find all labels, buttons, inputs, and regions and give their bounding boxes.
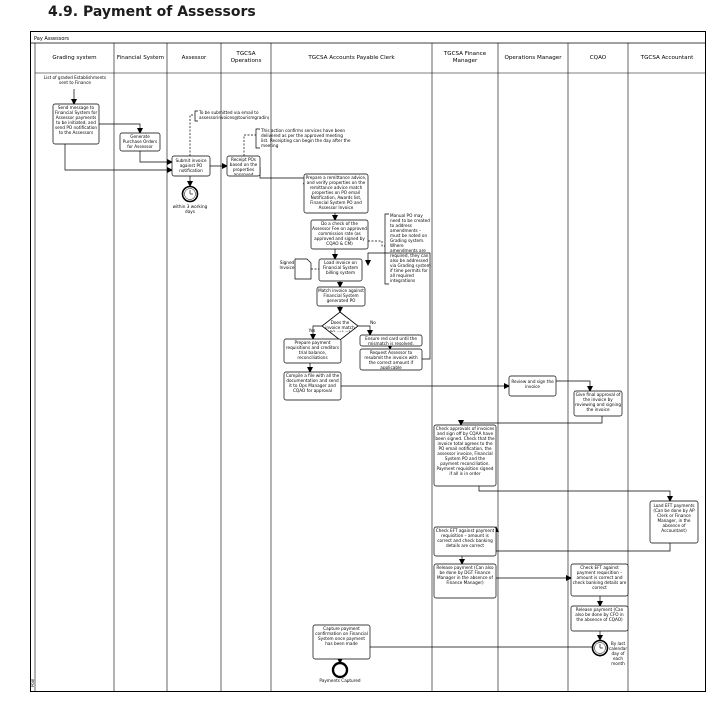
annotation-confirm: This action confirms services have been … xyxy=(261,128,351,149)
start-node-list-graded: List of graded Establishments sent to Fi… xyxy=(43,75,107,86)
lane-header-finance-manager: TGCSA Finance Manager xyxy=(443,51,487,64)
task-prepare-requisitions: Prepare payment requisitions and credito… xyxy=(285,340,340,361)
task-generate-po: Generate Purchase Orders for Assessor pa… xyxy=(122,134,158,150)
task-load-invoice: Load invoice on Financial System billing… xyxy=(322,260,359,276)
lane-header-operations-manager: Operations Manager xyxy=(504,54,562,61)
process-diagram: Pay Assessors Pool Grading system Financ… xyxy=(30,31,706,692)
task-check-fee: Do a check of the Assessor Fee on approv… xyxy=(312,221,367,247)
task-release-payment-cqao: Release payment (Can also be done by CFO… xyxy=(575,607,624,623)
timer-event-cqao xyxy=(591,639,609,657)
annotation-brackets xyxy=(194,110,389,285)
task-compile-file: Compile a file with all the documentatio… xyxy=(285,373,340,394)
timer-label-within-days: within 3 working days xyxy=(172,204,208,215)
task-give-final-approval: Give final approval of the invoice by re… xyxy=(575,392,621,413)
task-receipt-pos: Receipt POs based on the properties appr… xyxy=(229,157,258,175)
timer-event-assessor xyxy=(181,185,199,203)
task-submit-invoice: Submit invoice against PO notification xyxy=(175,158,207,174)
task-review-sign: Review and sign the invoice xyxy=(511,379,554,390)
decision-no-label: No xyxy=(370,320,376,325)
task-load-eft: Load EFT payments (Can be done by AP Cle… xyxy=(653,503,695,534)
task-capture-payment: Capture payment confirmation on Financia… xyxy=(315,626,368,647)
lane-header-grading-system: Grading system xyxy=(52,54,97,61)
page-title: 4.9. Payment of Assessors xyxy=(48,4,256,20)
pool-title: Pay Assessors xyxy=(34,36,69,42)
task-check-eft-finance-manager: Check EFT against payment requisition – … xyxy=(435,528,495,549)
lane-header-cqao: CQAO xyxy=(589,54,607,61)
lane-header-accounts-payable-clerk: TGCSA Accounts Payable Clerk xyxy=(308,54,395,61)
lane-header-tgcsa-accountant: TGCSA Accountant xyxy=(640,54,694,61)
decision-label: Does the invoice match PO value? xyxy=(325,320,355,332)
signed-invoice-document xyxy=(294,258,312,280)
task-prepare-remittance: Prepare a remittance advice, and verify … xyxy=(305,175,367,211)
lane-header-assessor: Assessor xyxy=(181,54,207,61)
task-match-invoice: Match invoice against Financial System g… xyxy=(318,288,364,304)
end-event-label: Payments Captured xyxy=(319,678,361,683)
task-send-message: Send message to Financial System for Ass… xyxy=(54,105,98,136)
end-event xyxy=(331,661,349,679)
task-boxes xyxy=(52,103,699,660)
decision-yes-label: Yes xyxy=(308,328,316,333)
lane-header-tgcsa-operations: TGCSA Operations xyxy=(230,51,262,64)
task-request-assessor: Request Assessor to resubmit the invoice… xyxy=(364,350,418,369)
annotation-email: To be submitted via email to assessorinv… xyxy=(199,110,269,121)
timer-label-by-last-day: By last calendar day of each month xyxy=(608,641,628,667)
task-check-approvals: Check approvals of invoices and sign off… xyxy=(435,426,495,477)
task-check-eft-cqao: Check EFT against payment requisition – … xyxy=(572,565,627,591)
connectors xyxy=(64,89,673,664)
signed-invoice-label: Signed Invoice xyxy=(279,260,295,271)
task-release-payment-finance-manager: Release payment (Can also be done by DGT… xyxy=(436,565,494,586)
task-ensure-mismatch: Ensure red card until the mismatch is re… xyxy=(365,336,417,345)
pool-side-label: Pool xyxy=(30,679,35,687)
lane-header-financial-system: Financial System xyxy=(116,54,165,61)
annotation-manual-po: Manual PO may need to be created to addr… xyxy=(390,213,431,284)
lane-dividers xyxy=(113,43,629,692)
